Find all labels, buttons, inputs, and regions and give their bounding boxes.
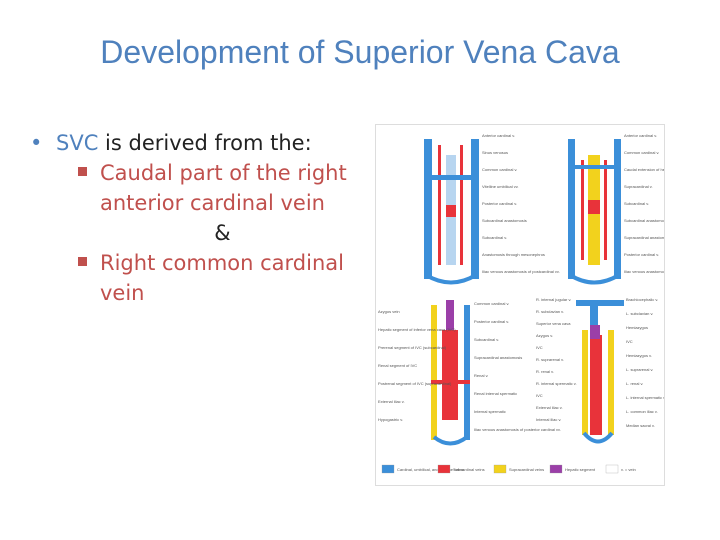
figure-label: Vitelline umbilical vv. xyxy=(482,184,519,189)
figure-label: Sinus venosus xyxy=(482,150,508,155)
bottom-right-labels: Brachiocephalic v. L. subclavian v. Hemiaz… xyxy=(626,297,689,428)
square-bullet-icon xyxy=(78,257,87,266)
bullet-prefix: SVC xyxy=(56,131,99,155)
figure-label: R. suprarenal v. xyxy=(536,357,564,362)
figure-label: Common cardinal v. xyxy=(624,150,659,155)
legend-label: Cardinal, umbilical, and vitelline veins xyxy=(397,467,463,472)
figure-label: Internal iliac v. xyxy=(536,417,561,422)
top-left-labels: Anterior cardinal v. Sinus venosusCommon … xyxy=(482,133,560,274)
legend-swatch xyxy=(437,464,451,474)
figure-label: Azygos v. xyxy=(536,333,553,338)
figure-label: Common cardinal v. xyxy=(482,167,517,172)
figure-label: Anterior cardinal v. xyxy=(482,133,515,138)
bullet-dot-icon: • xyxy=(30,131,43,155)
figure-label: Subcardinal v. xyxy=(624,201,649,206)
figure-label: Supracardinal anastomosis xyxy=(474,355,522,360)
figure-label: Iliac venous anastomosis of posterior ca… xyxy=(474,427,561,432)
figure-label: Common cardinal v. xyxy=(474,301,509,306)
figure-label: Postrenal segment of IVC (supracardinal) xyxy=(378,381,452,386)
figure-label: Prerenal segment of IVC (subcardinal) xyxy=(378,345,447,350)
sub-item-2: Right common cardinal vein xyxy=(30,248,375,308)
sub-item-1-text: Caudal part of the right anterior cardin… xyxy=(100,161,347,215)
figure-label: Subcardinal anastomosis xyxy=(624,218,664,223)
figure-label: External iliac v. xyxy=(536,405,563,410)
figure-label: L. subclavian v. xyxy=(626,311,653,316)
figure-label: Posterior cardinal v. xyxy=(482,201,517,206)
figure-legend: Cardinal, umbilical, and vitelline veins… xyxy=(381,464,636,474)
figure-label: Hemiazygos xyxy=(626,325,648,330)
figure-label: Supracardinal anastomosis xyxy=(624,235,664,240)
legend-label: Supracardinal veins xyxy=(509,467,544,472)
figure-label: Caudal extension of hepatic segment of I… xyxy=(624,167,664,172)
sub-item-2-text: Right common cardinal vein xyxy=(100,251,344,305)
figure-label: R. internal jugular v. xyxy=(536,297,571,302)
legend-label: Subcardinal veins xyxy=(453,467,485,472)
figure-label: Iliac venous anastomosis of postcardinal… xyxy=(482,269,560,274)
legend-swatch xyxy=(493,464,507,474)
figure-label: IVC xyxy=(536,393,543,398)
legend-swatch xyxy=(549,464,563,474)
bullet-text: is derived from the: xyxy=(98,131,312,155)
figure-label: IVC xyxy=(626,339,633,344)
legend-label: Hepatic segment xyxy=(565,467,596,472)
vein-diagram: Anterior cardinal v.Sinus venosusCommon … xyxy=(378,133,711,474)
figure-label: Azygos vein xyxy=(378,309,400,314)
figure-label: Median sacral v. xyxy=(626,423,655,428)
bullet-list: • SVC is derived from the: Caudal part o… xyxy=(30,128,375,308)
figure-label: Subcardinal v. xyxy=(482,235,507,240)
figure-label: Anterior cardinal v. xyxy=(624,133,657,138)
figure-label: Subcardinal v. xyxy=(474,337,499,342)
legend-label: v. = vein xyxy=(621,467,636,472)
figure-label: R. renal v. xyxy=(536,369,554,374)
legend-swatch xyxy=(605,464,619,474)
figure-label: Posterior cardinal v. xyxy=(624,252,659,257)
figure-label: Anastomosis through mesonephros xyxy=(482,252,545,257)
figure-label: L. common iliac v. xyxy=(626,409,658,414)
bottom-mid-labels: Common cardinal v. Posterior cardinal v. S… xyxy=(474,301,561,432)
bottom-right-diagram: R. internal jugular v. R. subclavian v. Su… xyxy=(536,297,689,444)
figure-label: L. suprarenal v. xyxy=(626,367,653,372)
figure-label: IVC xyxy=(536,345,543,350)
figure-label: Internal spermatic xyxy=(474,409,506,414)
figure-label: L. internal spermatic v. or ovarian v. xyxy=(626,395,664,400)
figure-label: Supracardinal v. xyxy=(624,184,653,189)
figure-label: Hemiazygos v. xyxy=(626,353,652,358)
figure-label: External iliac v. xyxy=(378,399,405,404)
square-bullet-icon xyxy=(78,167,87,176)
figure-label: Superior vena cava xyxy=(536,321,571,326)
figure-label: Hypogastric v. xyxy=(378,417,403,422)
figure-label: Brachiocephalic v. xyxy=(626,297,658,302)
figure-label: Subcardinal anastomosis xyxy=(482,218,527,223)
right-column-labels: R. internal jugular v. R. subclavian v. Su… xyxy=(536,297,577,422)
figure-label: Iliac venous anastomosis of posterior ca… xyxy=(624,269,664,274)
figure-label: L. renal v. xyxy=(626,381,643,386)
slide-title: Development of Superior Vena Cava xyxy=(100,34,620,70)
top-right-diagram: Anterior cardinal v. Common cardinal v. Ca… xyxy=(568,133,711,285)
separator: & xyxy=(214,221,231,245)
figure-label: Renal segment of IVC xyxy=(378,363,417,368)
top-left-diagram: Anterior cardinal v. Sinus venosusCommon … xyxy=(424,133,560,285)
bullet-main: • SVC is derived from the: xyxy=(30,128,375,158)
figure-label: Renal v. xyxy=(474,373,488,378)
legend-swatch xyxy=(381,464,395,474)
figure-label: R. subclavian v. xyxy=(536,309,564,314)
figure-label: Hepatic segment of inferior vena cava (I… xyxy=(378,327,456,332)
top-right-labels: Anterior cardinal v. Common cardinal v. Ca… xyxy=(624,133,711,274)
sub-item-1: Caudal part of the right anterior cardin… xyxy=(30,158,375,218)
figure-label: Renal internal spermatic xyxy=(474,391,517,396)
figure-label: R. internal spermatic v. xyxy=(536,381,577,386)
figure-label: Posterior cardinal v. xyxy=(474,319,509,324)
